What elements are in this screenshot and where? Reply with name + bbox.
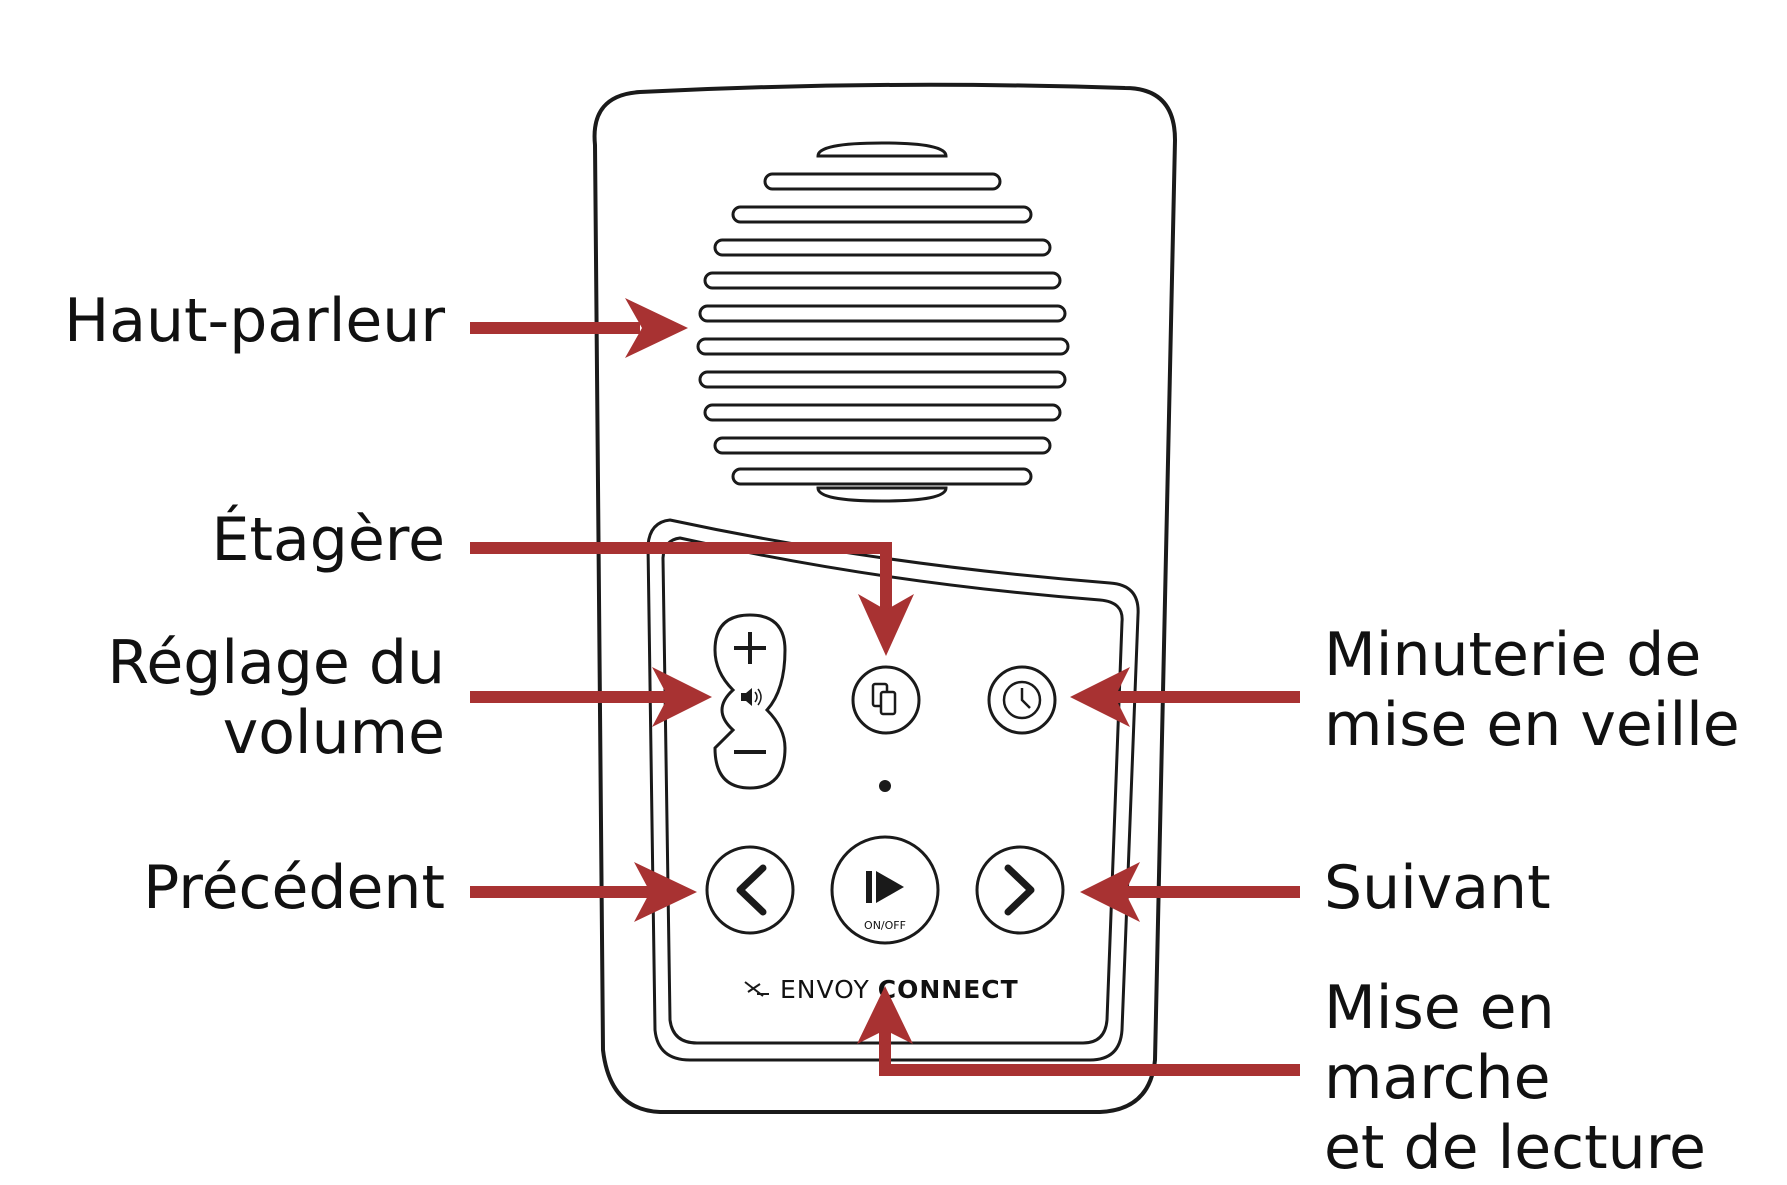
indicator-light xyxy=(879,780,891,792)
label-shelf: Étagère xyxy=(211,505,445,575)
volume-button[interactable] xyxy=(713,613,787,790)
brand-mark-icon xyxy=(744,981,769,997)
label-power-play-line1: Mise en xyxy=(1324,973,1555,1043)
speaker-grille xyxy=(696,141,1070,503)
label-volume-line1: Réglage du xyxy=(107,628,445,698)
arrow-speaker-head xyxy=(625,298,688,358)
shelf-icon xyxy=(871,682,897,716)
label-volume-line2: volume xyxy=(222,698,445,768)
arrow-power-play-head xyxy=(857,986,913,1044)
arrow-next-head xyxy=(1080,862,1140,922)
label-volume: Réglage du volume xyxy=(107,628,445,768)
previous-button[interactable] xyxy=(705,845,795,935)
brand-name-right: CONNECT xyxy=(878,975,1019,1004)
label-previous: Précédent xyxy=(143,853,445,923)
arrow-sleep-timer-head xyxy=(1070,667,1130,727)
arrow-shelf xyxy=(470,542,892,610)
label-power-play-line3: et de lecture xyxy=(1324,1113,1706,1183)
label-power-play: Mise en marche et de lecture xyxy=(1324,973,1706,1183)
play-icon xyxy=(866,871,904,903)
arrow-volume-head xyxy=(652,667,712,727)
label-sleep-timer-line2: mise en veille xyxy=(1324,690,1740,760)
next-button[interactable] xyxy=(975,845,1065,935)
chevron-right-icon xyxy=(1004,864,1035,916)
label-sleep-timer: Minuterie de mise en veille xyxy=(1324,620,1740,760)
shelf-button[interactable] xyxy=(851,665,921,735)
brand-name-left: ENVOY xyxy=(780,975,870,1004)
callout-arrows xyxy=(470,298,1300,1076)
label-sleep-timer-line1: Minuterie de xyxy=(1324,620,1702,690)
chevron-left-icon xyxy=(736,864,767,916)
play-power-button[interactable]: ON/OFF xyxy=(830,835,940,945)
arrow-power-play xyxy=(879,1030,1300,1076)
arrow-previous-head xyxy=(634,862,697,922)
label-speaker: Haut-parleur xyxy=(64,286,445,356)
arrow-shelf-head xyxy=(858,594,914,656)
control-panel-outer xyxy=(646,518,1140,1062)
label-next: Suivant xyxy=(1324,853,1551,923)
sleep-timer-button[interactable] xyxy=(987,665,1057,735)
clock-icon xyxy=(1002,680,1042,720)
label-power-play-line2: marche xyxy=(1324,1043,1551,1113)
control-panel-inner xyxy=(661,536,1124,1045)
play-button-caption: ON/OFF xyxy=(864,919,906,932)
speaker-volume-icon xyxy=(741,688,762,706)
brand-logo: ENVOY CONNECT xyxy=(744,975,1019,1004)
